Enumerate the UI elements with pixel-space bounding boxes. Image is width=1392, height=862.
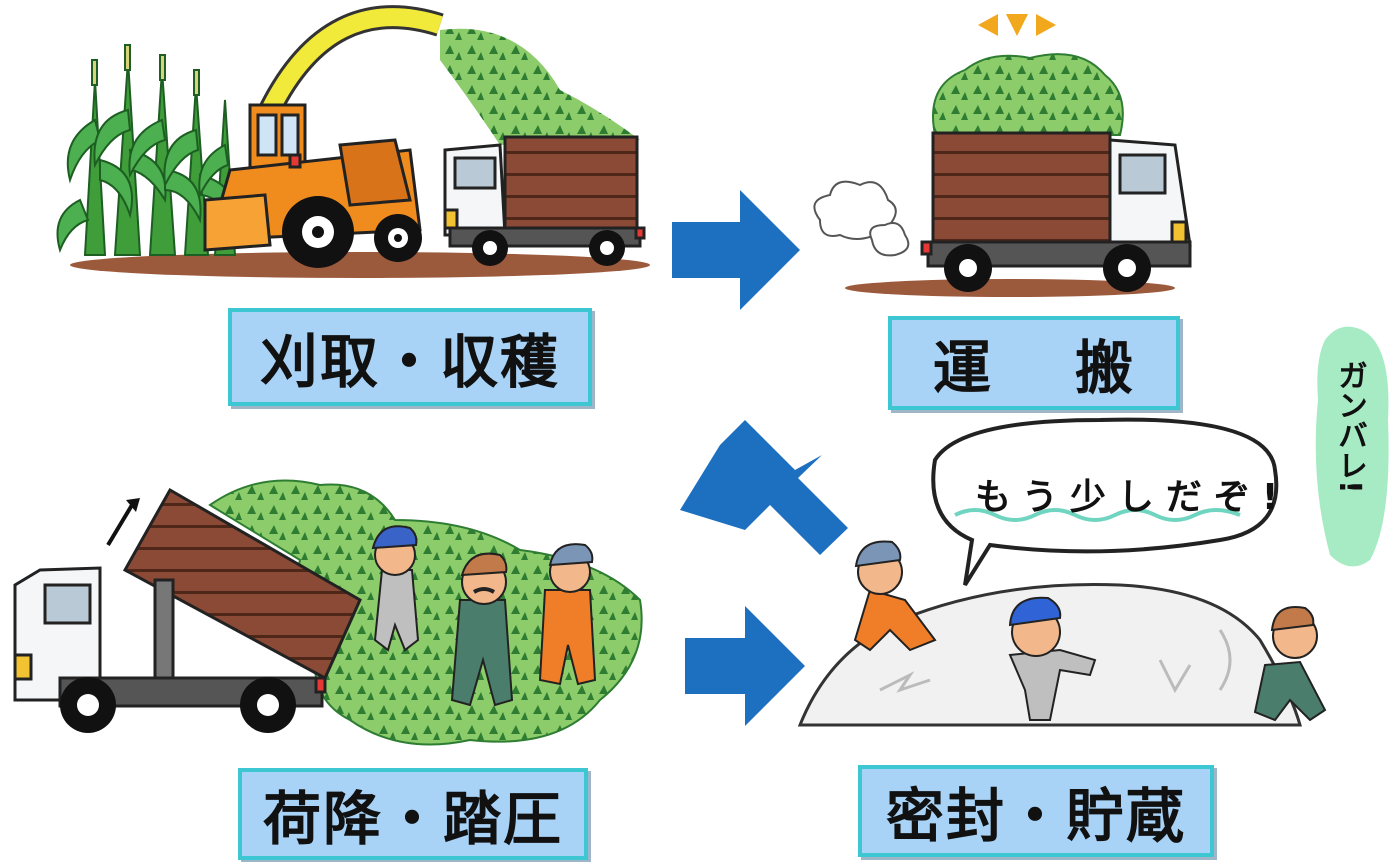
motion-marks — [978, 14, 1056, 36]
harvester-spout — [261, 8, 443, 115]
step-label-unload: 荷降・踏圧 — [238, 768, 588, 860]
cheer-bubble — [1315, 326, 1389, 567]
flow-arrows — [672, 190, 848, 726]
road-ground — [845, 279, 1175, 297]
truck-1 — [443, 135, 646, 248]
seal-scene — [797, 326, 1389, 727]
cheer-text: ガンバレ! — [1332, 360, 1367, 494]
harvester-wheels — [282, 196, 422, 268]
step-label-seal-text: 密封・貯蔵 — [885, 782, 1186, 850]
exhaust-smoke — [813, 180, 910, 257]
arrow-right-top — [672, 190, 800, 310]
field-ground — [70, 252, 650, 278]
step-label-transport-text: 運 搬 — [932, 334, 1136, 402]
step-label-harvest-text: 刈取・収穫 — [259, 328, 560, 396]
transport-scene — [813, 14, 1192, 297]
forage-load — [932, 53, 1124, 136]
step-label-seal: 密封・貯蔵 — [858, 765, 1214, 857]
worker-right — [1253, 606, 1327, 722]
truck-2-wheels — [944, 244, 1151, 292]
speech-bubble — [931, 417, 1279, 587]
arrow-right-bottom — [685, 606, 805, 726]
harvest-scene — [56, 5, 650, 278]
truck-1-wheels — [472, 230, 625, 266]
dump-truck-wheels — [60, 677, 296, 733]
worker-blue-cap — [371, 525, 420, 652]
worker-green-mustache — [450, 552, 514, 707]
unload-scene — [13, 479, 643, 746]
speech-bubble-text: もう少しだぞ! — [975, 477, 1291, 518]
step-label-unload-text: 荷降・踏圧 — [262, 785, 563, 853]
forage-stream — [440, 28, 640, 145]
up-arrow-icon — [106, 503, 134, 547]
worker-orange — [538, 543, 597, 686]
step-label-transport: 運 搬 — [888, 316, 1180, 410]
worker-left — [853, 540, 937, 652]
forage-harvester — [203, 103, 422, 252]
worker-center — [1008, 596, 1097, 721]
arrow-down-left — [680, 420, 848, 555]
step-label-harvest: 刈取・収穫 — [228, 308, 592, 406]
